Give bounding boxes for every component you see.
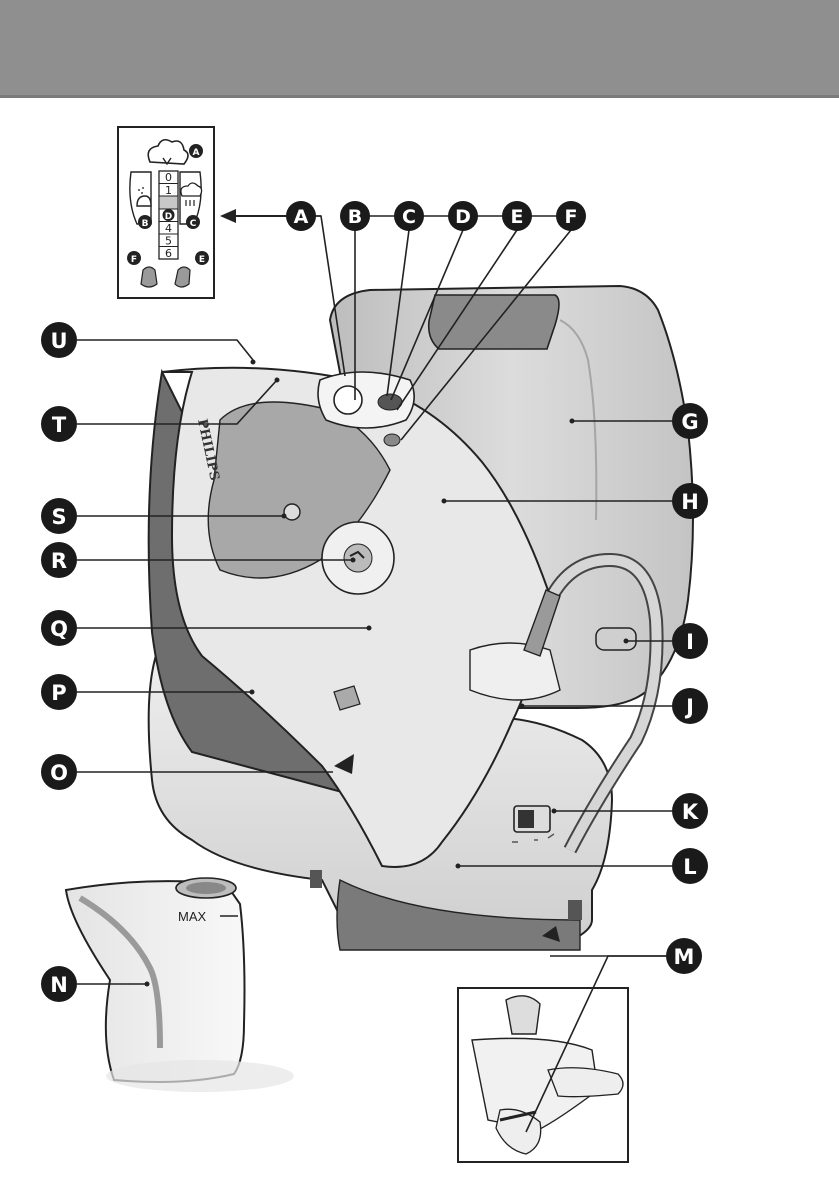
callout-m: M — [666, 938, 702, 974]
callout-b-label: B — [348, 206, 362, 228]
panel-label-e: E — [199, 255, 205, 265]
callout-f: F — [556, 201, 586, 231]
scale-6: 6 — [165, 247, 172, 260]
callout-i: I — [672, 623, 708, 659]
callout-u: U — [41, 322, 77, 358]
callout-t-label: T — [52, 413, 67, 437]
callout-e: E — [502, 201, 532, 231]
callout-j-label: J — [684, 695, 694, 719]
callout-p: P — [41, 674, 77, 710]
panel-button-f — [141, 267, 157, 287]
scale-d: D — [165, 212, 172, 222]
callout-n-label: N — [50, 973, 68, 997]
hose-clip — [596, 628, 636, 650]
iron-button-f — [384, 434, 400, 446]
callout-a: A — [286, 201, 316, 231]
callout-p-label: P — [51, 681, 66, 705]
callout-k-label: K — [682, 800, 699, 824]
panel-label-a: A — [193, 148, 200, 158]
callout-o-label: O — [50, 761, 68, 785]
scale-4: 4 — [165, 222, 172, 235]
cable-storage-inset — [458, 988, 628, 1162]
control-panel-inset: A 0 1 D 4 5 6 — [118, 127, 214, 298]
callout-m-label: M — [674, 945, 695, 969]
callout-k: K — [672, 793, 708, 829]
scale-0: 0 — [165, 171, 172, 184]
callout-e-label: E — [511, 206, 524, 228]
callout-h: H — [672, 483, 708, 519]
tank-handle — [429, 295, 559, 349]
callout-t: T — [41, 406, 77, 442]
callout-o: O — [41, 754, 77, 790]
water-jug: MAX — [66, 878, 294, 1092]
callout-s-label: S — [51, 505, 66, 529]
callout-q-label: Q — [50, 617, 68, 641]
callout-l: L — [672, 848, 708, 884]
scale-5: 5 — [165, 235, 172, 248]
callout-d-label: D — [455, 206, 471, 228]
scale-1: 1 — [165, 184, 172, 197]
callout-c-label: C — [402, 206, 416, 228]
callout-j: J — [672, 688, 708, 724]
inset-arrow — [220, 209, 287, 223]
callout-h-label: H — [681, 490, 699, 514]
callout-i-label: I — [686, 630, 694, 654]
callout-r: R — [41, 542, 77, 578]
callout-s: S — [41, 498, 77, 534]
panel-label-c: C — [190, 219, 197, 229]
callout-a-label: A — [294, 206, 309, 228]
callout-g-label: G — [681, 410, 698, 434]
indicator-light — [284, 504, 300, 520]
callout-r-label: R — [51, 549, 67, 573]
callout-f-label: F — [565, 206, 578, 228]
callout-c: C — [394, 201, 424, 231]
callout-b: B — [340, 201, 370, 231]
steam-scale: 0 1 D 4 5 6 — [159, 171, 178, 260]
jug-max-label: MAX — [178, 909, 207, 924]
callout-g: G — [672, 403, 708, 439]
callout-d: D — [448, 201, 478, 231]
callout-l-label: L — [683, 855, 696, 879]
panel-label-b: B — [142, 219, 149, 229]
panel-label-f: F — [131, 255, 137, 265]
callout-u-label: U — [50, 329, 67, 353]
callout-q: Q — [41, 610, 77, 646]
iron-dial — [334, 386, 362, 414]
callout-n: N — [41, 966, 77, 1002]
